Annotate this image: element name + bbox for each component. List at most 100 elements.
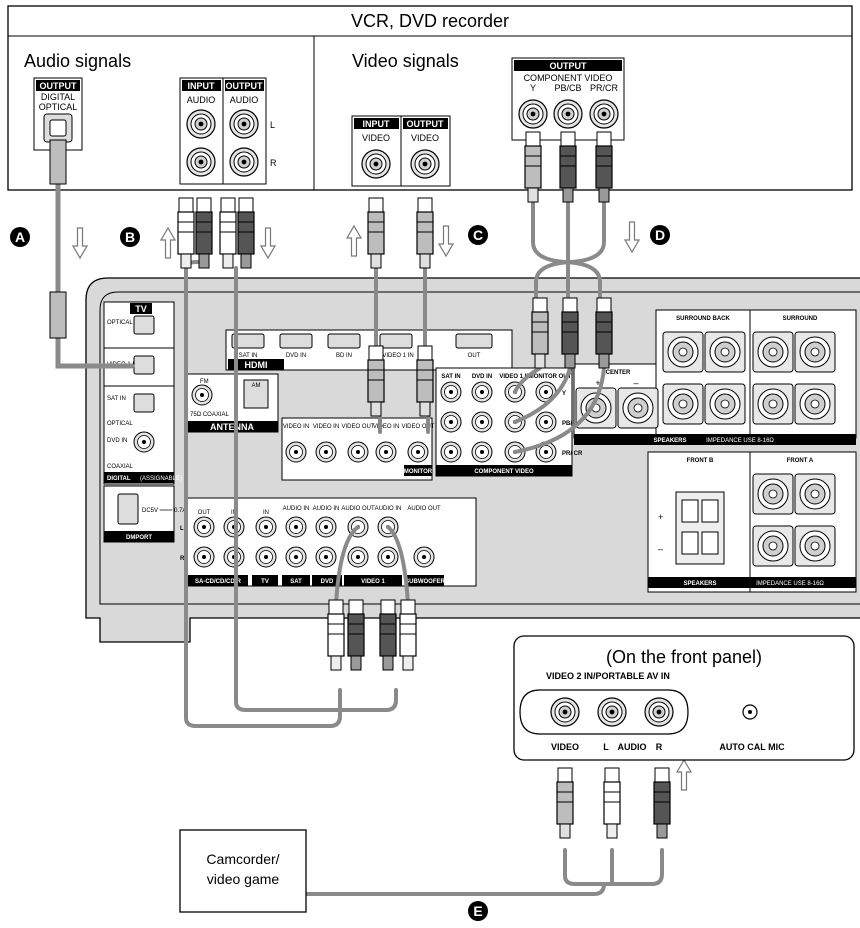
svg-text:INPUT: INPUT [363, 119, 391, 129]
svg-text:OUTPUT: OUTPUT [40, 81, 78, 91]
svg-text:75Ω COAXIAL: 75Ω COAXIAL [190, 412, 229, 418]
svg-text:VIDEO OUT: VIDEO OUT [341, 424, 374, 430]
svg-text:DVD IN: DVD IN [472, 374, 492, 380]
svg-text:R: R [656, 742, 663, 752]
svg-text:AUDIO IN: AUDIO IN [375, 506, 402, 512]
av-cable-E [288, 848, 664, 896]
svg-text:VIDEO: VIDEO [411, 133, 439, 143]
svg-text:OUTPUT: OUTPUT [407, 119, 445, 129]
front-panel-title: (On the front panel) [606, 647, 762, 667]
svg-text:OPTICAL IN: OPTICAL IN [107, 320, 140, 326]
svg-text:TV: TV [261, 579, 269, 585]
svg-text:VIDEO 1 IN: VIDEO 1 IN [499, 374, 530, 380]
svg-text:D: D [655, 227, 665, 243]
svg-text:DVD: DVD [321, 579, 334, 585]
svg-text:DMPORT: DMPORT [126, 535, 152, 541]
svg-text:AUDIO IN: AUDIO IN [283, 506, 310, 512]
svg-text:Y: Y [562, 391, 566, 397]
svg-text:HDMI: HDMI [245, 360, 268, 370]
svg-text:PB/ CB: PB/ CB [562, 421, 583, 427]
svg-text:AUDIO IN: AUDIO IN [313, 506, 340, 512]
svg-text:L: L [180, 526, 184, 532]
svg-text:CENTER: CENTER [606, 370, 631, 376]
svg-text:ANTENNA: ANTENNA [210, 422, 254, 432]
audio-io-jacks: INPUT OUTPUT AUDIO AUDIO L R [179, 77, 277, 185]
svg-text:VIDEO: VIDEO [362, 133, 390, 143]
receiver-video-jacks: VIDEO IN VIDEO IN VIDEO OUT VIDEO IN VID… [281, 417, 435, 481]
svg-text:VIDEO 1 IN: VIDEO 1 IN [382, 353, 413, 359]
svg-text:E: E [473, 903, 482, 919]
svg-text:AUDIO OUT: AUDIO OUT [407, 506, 441, 512]
svg-text:+: + [658, 512, 663, 522]
receiver-audio-jacks: OUT IN IN AUDIO IN AUDIO IN AUDIO OUT AU… [180, 497, 477, 587]
svg-text:–: – [633, 378, 638, 388]
audio-cable-B-2 [234, 266, 398, 712]
svg-text:OUT: OUT [468, 353, 481, 359]
svg-text:INPUT: INPUT [188, 81, 216, 91]
svg-text:SA-CD/CD/CD-R: SA-CD/CD/CD-R [195, 579, 242, 585]
svg-text:OUTPUT: OUTPUT [550, 61, 588, 71]
svg-text:MONITOR: MONITOR [404, 469, 433, 475]
svg-text:DVD IN: DVD IN [107, 438, 127, 444]
svg-text:+: + [595, 378, 600, 388]
svg-text:(ASSIGNABLE): (ASSIGNABLE) [140, 476, 182, 482]
digital-optical-output: OUTPUT DIGITAL OPTICAL [33, 77, 83, 151]
svg-text:COAXIAL: COAXIAL [107, 464, 134, 470]
svg-text:AUDIO: AUDIO [230, 95, 259, 105]
svg-text:TV: TV [135, 304, 147, 314]
audio-signals-heading: Audio signals [24, 51, 131, 71]
svg-text:SAT IN: SAT IN [239, 353, 258, 359]
svg-text:L: L [603, 742, 609, 752]
svg-text:FRONT B: FRONT B [687, 458, 714, 464]
svg-text:DVD IN: DVD IN [286, 353, 306, 359]
speaker-terminals: SURROUND BACK SURROUND CENTER + – SPEAKE… [573, 309, 857, 593]
marker-D: D [650, 225, 670, 245]
marker-A: A [10, 227, 30, 247]
svg-text:OUTPUT: OUTPUT [226, 81, 264, 91]
svg-text:SPEAKERS: SPEAKERS [683, 581, 716, 587]
svg-text:B: B [125, 229, 135, 245]
svg-text:DC5V ═══ 0.7A MAX: DC5V ═══ 0.7A MAX [142, 508, 201, 514]
component-video-output: OUTPUT COMPONENT VIDEO Y PB/CB PR/CR [511, 57, 625, 141]
svg-text:SAT: SAT [290, 579, 302, 585]
svg-text:SAT IN: SAT IN [107, 396, 126, 402]
svg-text:PR/ CR: PR/ CR [562, 451, 583, 457]
receiver-rear-panel: TV OPTICAL IN VIDEO 1 IN SAT IN OPTICAL … [85, 277, 860, 643]
svg-text:IN: IN [263, 510, 269, 516]
svg-text:DIGITAL: DIGITAL [107, 476, 131, 482]
svg-text:VIDEO IN: VIDEO IN [313, 424, 339, 430]
marker-C: C [468, 225, 488, 245]
svg-text:Y: Y [530, 83, 536, 93]
svg-text:L: L [270, 120, 275, 130]
svg-text:VIDEO: VIDEO [551, 742, 579, 752]
svg-text:FM: FM [200, 379, 209, 385]
svg-text:BD IN: BD IN [336, 353, 352, 359]
svg-text:AM: AM [252, 383, 261, 389]
svg-text:IMPEDANCE USE 8-16Ω: IMPEDANCE USE 8-16Ω [756, 581, 824, 587]
svg-text:AUDIO: AUDIO [618, 742, 647, 752]
svg-text:VIDEO IN: VIDEO IN [283, 424, 309, 430]
svg-text:SAT IN: SAT IN [441, 374, 460, 380]
svg-text:PB/CB: PB/CB [554, 83, 581, 93]
svg-text:MONITOR OUT: MONITOR OUT [529, 374, 572, 380]
svg-text:AUTO CAL MIC: AUTO CAL MIC [719, 742, 785, 752]
front-panel-box: (On the front panel) VIDEO 2 IN/PORTABLE… [513, 635, 855, 761]
svg-text:VIDEO OUT: VIDEO OUT [401, 424, 434, 430]
source-device-panel: VCR, DVD recorder Audio signals Video si… [7, 5, 853, 191]
svg-text:C: C [473, 227, 483, 243]
svg-text:IMPEDANCE USE 8-16Ω: IMPEDANCE USE 8-16Ω [706, 438, 774, 444]
source-device-title: VCR, DVD recorder [351, 11, 509, 31]
marker-E: E [468, 901, 488, 921]
marker-B: B [120, 227, 140, 247]
svg-text:Camcorder/: Camcorder/ [206, 851, 279, 867]
svg-text:FRONT A: FRONT A [787, 458, 814, 464]
antenna-block: FM 75Ω COAXIAL AM ANTENNA [185, 373, 279, 433]
svg-text:COMPONENT VIDEO: COMPONENT VIDEO [524, 73, 613, 83]
video-io-jacks: INPUT OUTPUT VIDEO VIDEO [351, 115, 451, 187]
svg-text:SURROUND BACK: SURROUND BACK [676, 316, 730, 322]
svg-text:AUDIO OUT: AUDIO OUT [341, 506, 375, 512]
camcorder-box: Camcorder/ video game [179, 829, 307, 913]
digital-inputs-block: TV OPTICAL IN VIDEO 1 IN SAT IN OPTICAL … [103, 301, 201, 543]
svg-text:OPTICAL: OPTICAL [39, 102, 78, 112]
